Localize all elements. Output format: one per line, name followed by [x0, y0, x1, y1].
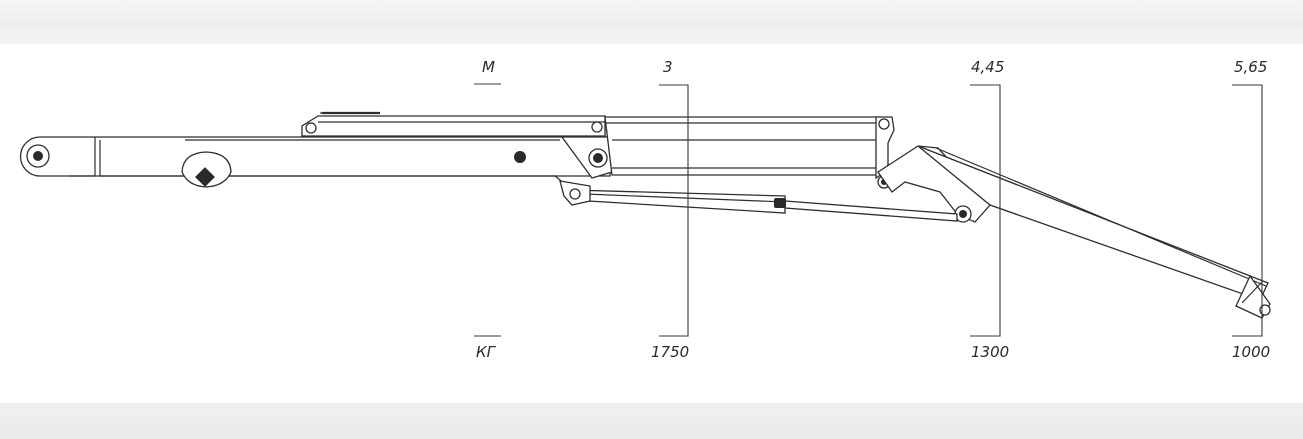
jib-boom: [917, 145, 1269, 301]
reach-1-label: 3: [663, 58, 673, 76]
load-2-label: 1300: [971, 343, 1009, 361]
header-units-bottom: КГ: [474, 335, 501, 361]
reach-column-3: 5,65 1000: [1232, 58, 1270, 361]
link-arm: [877, 145, 991, 223]
units-top-label: М: [482, 58, 495, 76]
reach-2-label: 4,45: [971, 58, 1004, 76]
reach-column-1: 3 1750: [651, 58, 689, 361]
boom-pin: [514, 151, 526, 163]
left-pivot: [26, 144, 50, 168]
header-units-top: М: [474, 58, 501, 85]
top-band: [0, 0, 1303, 44]
bottom-band: [0, 403, 1303, 439]
extension-boom: [604, 116, 881, 176]
load-3-label: 1000: [1232, 343, 1270, 361]
lower-cylinder: [559, 180, 958, 222]
upper-cylinder: [301, 111, 606, 137]
load-1-label: 1750: [651, 343, 689, 361]
mount-knuckle: [181, 151, 232, 188]
units-bottom-label: КГ: [476, 343, 497, 361]
reach-3-label: 5,65: [1234, 58, 1267, 76]
reach-column-2: 4,45 1300: [970, 58, 1009, 361]
